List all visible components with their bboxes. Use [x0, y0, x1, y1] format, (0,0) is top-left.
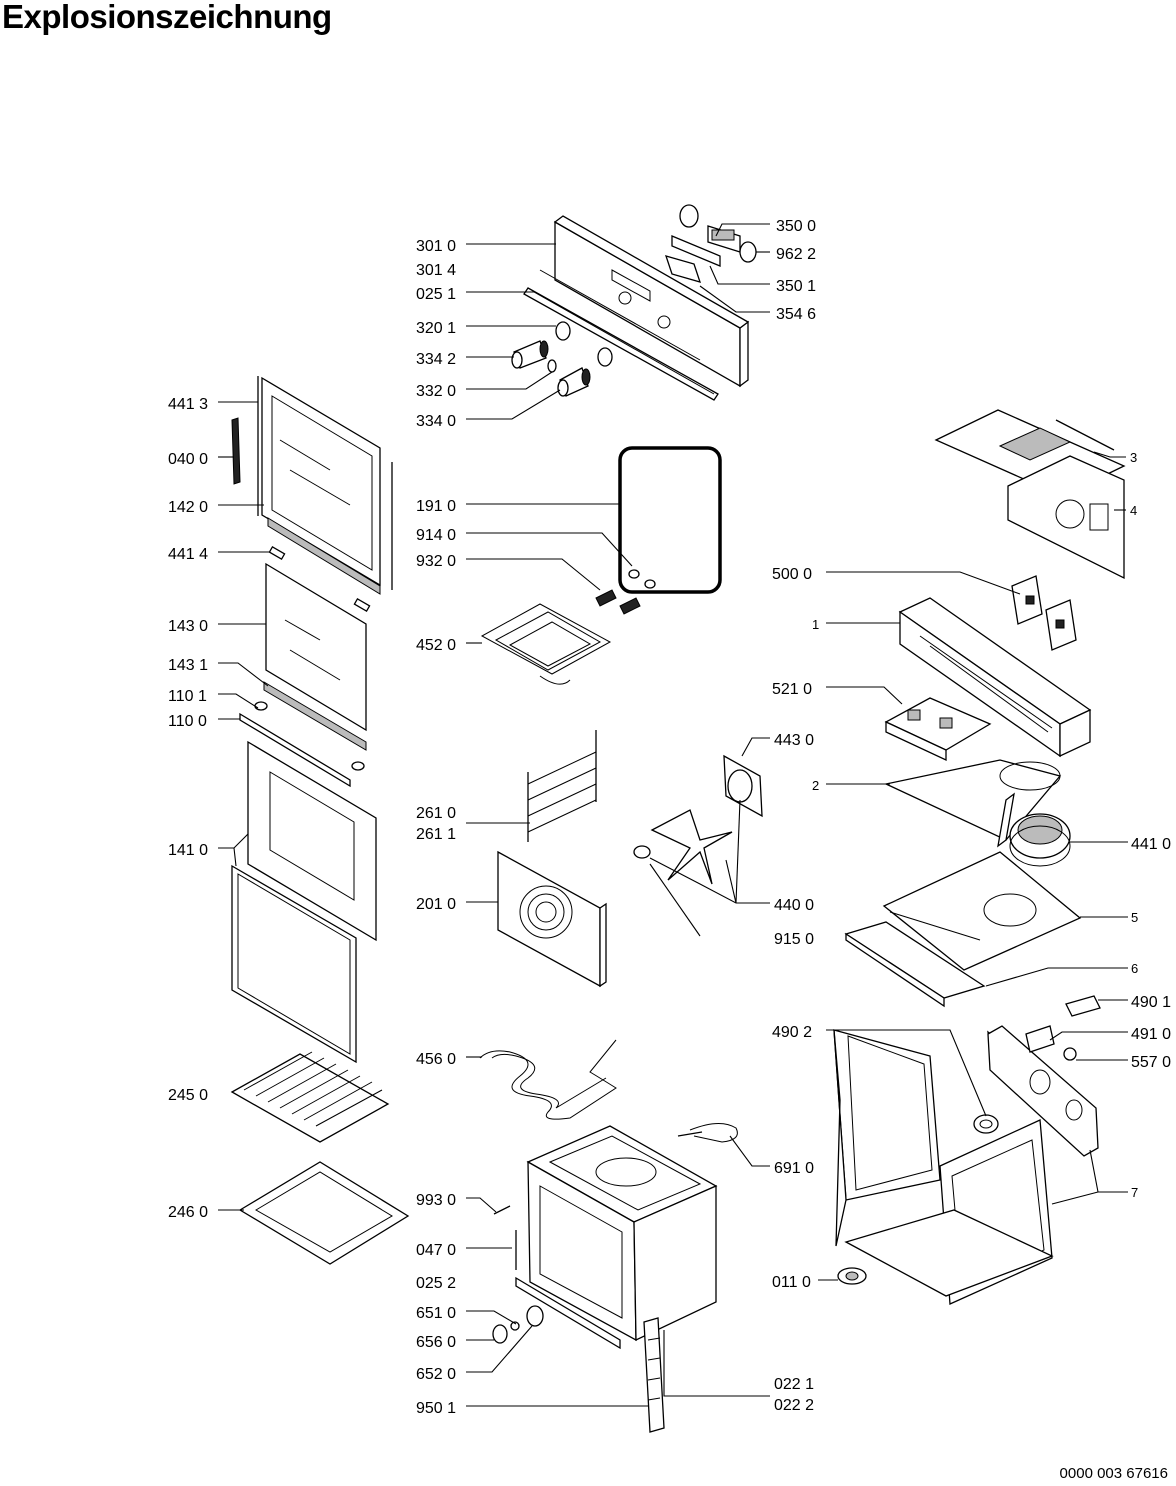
label-441-3: 441 3 [168, 396, 208, 413]
switch-module-part [664, 204, 757, 283]
label-022-2: 022 2 [774, 1397, 814, 1414]
label-354-6: 354 6 [776, 306, 816, 323]
cabinet-side-left-part [833, 1029, 941, 1247]
top-heater-part [480, 603, 612, 685]
inner-glass-part [254, 546, 371, 771]
label-011-0: 011 0 [772, 1274, 811, 1291]
label-301-0: 301 0 [416, 238, 456, 255]
part-labels: 350 0 962 2 350 1 354 6 301 0 301 4 025 … [168, 218, 1171, 1417]
spring-hinge-part [595, 569, 656, 615]
back-panel-part [987, 1025, 1099, 1157]
label-491-0: 491 0 [1131, 1026, 1171, 1043]
baking-tray-part [238, 1161, 410, 1265]
label-334-2: 334 2 [416, 351, 456, 368]
label-452-0: 452 0 [416, 637, 456, 654]
label-301-4: 301 4 [416, 262, 456, 279]
label-040-0: 040 0 [168, 451, 208, 468]
base-plate-part [844, 921, 986, 1008]
label-656-0: 656 0 [416, 1334, 456, 1351]
side-rails-part [527, 730, 597, 842]
label-521-0: 521 0 [772, 681, 812, 698]
label-143-0: 143 0 [168, 618, 208, 635]
leader-lines [218, 223, 1128, 1407]
insulation-plate-part [882, 851, 1082, 971]
door-seal-part [618, 446, 722, 594]
label-350-1: 350 1 [776, 278, 816, 295]
foot-part [837, 1267, 867, 1285]
terminal-block-part [884, 697, 992, 762]
label-332-0: 332 0 [416, 383, 456, 400]
callout-1: 1 [812, 617, 819, 632]
cooling-fan-part [1009, 813, 1071, 867]
label-142-0: 142 0 [168, 499, 208, 516]
callout-6: 6 [1131, 961, 1138, 976]
label-334-0: 334 0 [416, 413, 456, 430]
label-557-0: 557 0 [1131, 1054, 1171, 1071]
callout-7: 7 [1131, 1185, 1138, 1200]
oven-cavity-part [526, 1125, 718, 1342]
label-652-0: 652 0 [416, 1366, 456, 1383]
callout-2: 2 [812, 778, 819, 793]
label-246-0: 246 0 [168, 1204, 208, 1221]
label-022-1: 022 1 [774, 1376, 814, 1393]
callout-3: 3 [1130, 450, 1137, 465]
label-110-1: 110 1 [168, 688, 207, 705]
label-490-2: 490 2 [772, 1024, 812, 1041]
label-025-2: 025 2 [416, 1275, 456, 1292]
label-047-0: 047 0 [416, 1242, 456, 1259]
label-915-0: 915 0 [774, 931, 814, 948]
switch-part [1025, 995, 1101, 1061]
outer-door-glass-part [231, 740, 377, 1064]
label-456-0: 456 0 [416, 1051, 456, 1068]
label-201-0: 201 0 [416, 896, 456, 913]
label-441-0: 441 0 [1131, 836, 1171, 853]
label-443-0: 443 0 [774, 732, 814, 749]
label-350-0: 350 0 [776, 218, 816, 235]
label-320-1: 320 1 [416, 320, 456, 337]
fan-cover-part [497, 850, 607, 988]
label-110-0: 110 0 [168, 713, 207, 730]
label-993-0: 993 0 [416, 1192, 456, 1209]
label-441-4: 441 4 [168, 546, 208, 563]
fan-duct-part [883, 759, 1062, 848]
label-261-0: 261 0 [416, 805, 456, 822]
label-962-2: 962 2 [776, 246, 816, 263]
fan-motor-part [633, 754, 763, 885]
label-025-1: 025 1 [416, 286, 456, 303]
door-profile-part [239, 712, 351, 788]
control-housing-part [898, 597, 1092, 758]
screw-part [493, 1205, 511, 1215]
label-143-1: 143 1 [168, 657, 208, 674]
label-191-0: 191 0 [416, 498, 456, 515]
page-title: Explosionszeichnung [2, 0, 332, 35]
label-245-0: 245 0 [168, 1087, 208, 1104]
control-panel-part [539, 215, 750, 388]
door-frame-part [231, 376, 393, 595]
label-914-0: 914 0 [416, 527, 456, 544]
temperature-sensor-part [677, 1123, 738, 1143]
lamp-holder-part [973, 1114, 999, 1134]
label-932-0: 932 0 [416, 553, 456, 570]
top-cover-part [934, 409, 1126, 580]
callout-4: 4 [1130, 503, 1137, 518]
wire-rack-part [230, 1051, 390, 1143]
label-261-1: 261 1 [416, 826, 456, 843]
guide-rail-part [643, 1317, 665, 1433]
label-691-0: 691 0 [774, 1160, 814, 1177]
callout-5: 5 [1131, 910, 1138, 925]
relay-board-part [1011, 575, 1077, 651]
bottom-heater-part [479, 1039, 617, 1120]
label-440-0: 440 0 [774, 897, 814, 914]
lamp-part [492, 1305, 544, 1344]
knobs-part [511, 321, 613, 397]
label-651-0: 651 0 [416, 1305, 456, 1322]
label-950-1: 950 1 [416, 1400, 456, 1417]
label-500-0: 500 0 [772, 566, 812, 583]
front-trim-part [515, 1230, 621, 1350]
label-490-1: 490 1 [1131, 994, 1171, 1011]
label-141-0: 141 0 [168, 842, 208, 859]
document-number: 0000 003 67616 [1059, 1465, 1168, 1482]
